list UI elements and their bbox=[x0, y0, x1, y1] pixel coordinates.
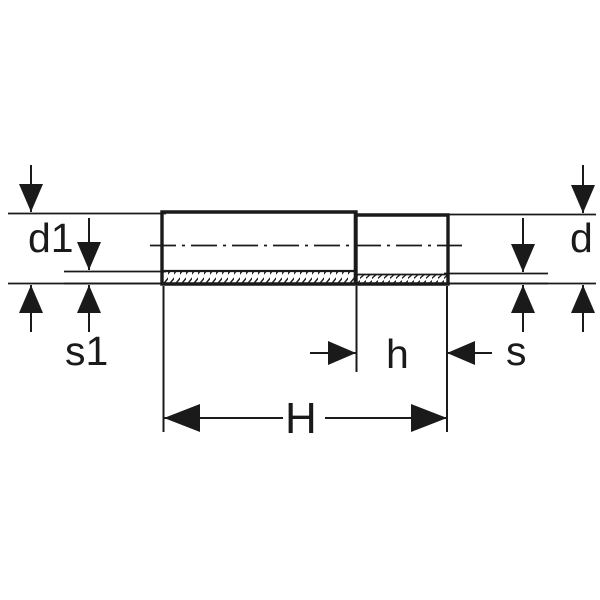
dimension-H: H bbox=[162, 286, 448, 443]
spigot-body-outline bbox=[356, 213, 450, 286]
dimension-label-h: h bbox=[386, 331, 409, 377]
h-arrowhead-left bbox=[328, 341, 356, 365]
dimension-label-s1: s1 bbox=[65, 328, 108, 374]
h-arrowhead-right bbox=[447, 341, 475, 365]
dimension-s: s bbox=[444, 218, 548, 374]
s1-arrowhead-top bbox=[77, 242, 101, 270]
dimension-label-d: d bbox=[570, 215, 593, 261]
d-arrowhead-bottom bbox=[571, 285, 595, 313]
H-arrowhead-left bbox=[164, 404, 200, 432]
d1-arrowhead-top bbox=[19, 184, 43, 212]
d-arrowhead-top bbox=[571, 185, 595, 213]
s1-arrowhead-bottom bbox=[77, 285, 101, 313]
socket-wall-hatch bbox=[163, 271, 355, 283]
s-arrowhead-top bbox=[511, 244, 535, 272]
dimension-label-d1: d1 bbox=[28, 215, 74, 261]
spigot-wall-hatch bbox=[356, 275, 447, 283]
dimension-s1: s1 bbox=[64, 218, 166, 374]
s-arrowhead-bottom bbox=[511, 285, 535, 313]
wall-hatching-group bbox=[162, 269, 448, 283]
dimension-label-H: H bbox=[285, 394, 317, 443]
dimension-label-s: s bbox=[506, 328, 527, 374]
d1-arrowhead-bottom bbox=[19, 285, 43, 313]
H-arrowhead-right bbox=[411, 404, 447, 432]
dimension-h: h bbox=[310, 286, 492, 377]
dimension-d1: d1 bbox=[8, 165, 166, 332]
